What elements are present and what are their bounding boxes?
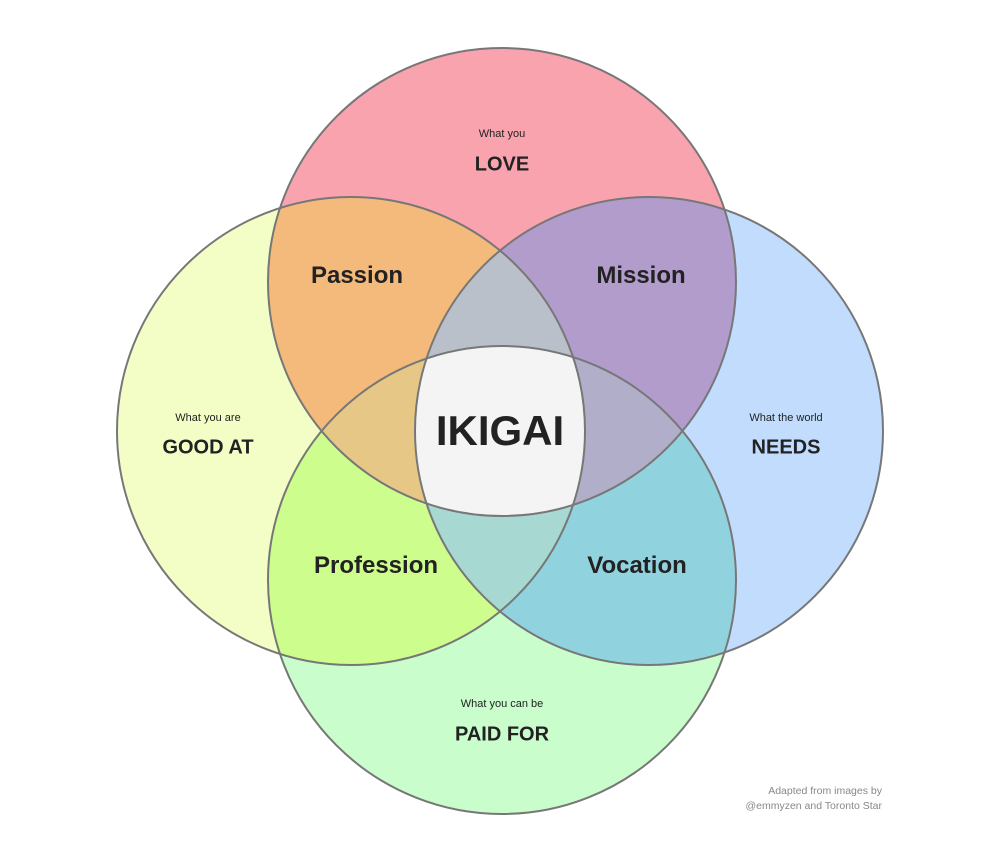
love-label: LOVE bbox=[474, 153, 530, 176]
love-caption: What you bbox=[478, 128, 526, 140]
region-love-good-needs bbox=[415, 197, 585, 516]
credit-text: Adapted from images by @emmyzen and Toro… bbox=[745, 784, 882, 814]
region-love-good-paid bbox=[268, 346, 585, 516]
outline-good-at bbox=[116, 196, 586, 666]
passion-label: Passion bbox=[310, 262, 404, 289]
needs-caption: What the world bbox=[749, 412, 823, 424]
credit-line-2: @emmyzen and Toronto Star bbox=[745, 800, 882, 812]
region-love-needs-paid bbox=[415, 346, 736, 516]
outline-paid-for bbox=[267, 345, 737, 815]
paid-for-label: PAID FOR bbox=[454, 723, 550, 746]
good-at-label: GOOD AT bbox=[162, 436, 254, 459]
paid-for-caption: What you can be bbox=[460, 698, 544, 710]
mission-label: Mission bbox=[596, 262, 686, 289]
credit-line-1: Adapted from images by bbox=[768, 785, 882, 797]
profession-label: Profession bbox=[313, 552, 439, 579]
outline-needs bbox=[414, 196, 884, 666]
ikigai-label: IKIGAI bbox=[435, 407, 565, 454]
outline-love bbox=[267, 47, 737, 517]
needs-label: NEEDS bbox=[751, 436, 821, 459]
vocation-label: Vocation bbox=[587, 552, 687, 579]
good-at-caption: What you are bbox=[175, 412, 241, 424]
region-good-needs-paid bbox=[415, 346, 585, 665]
